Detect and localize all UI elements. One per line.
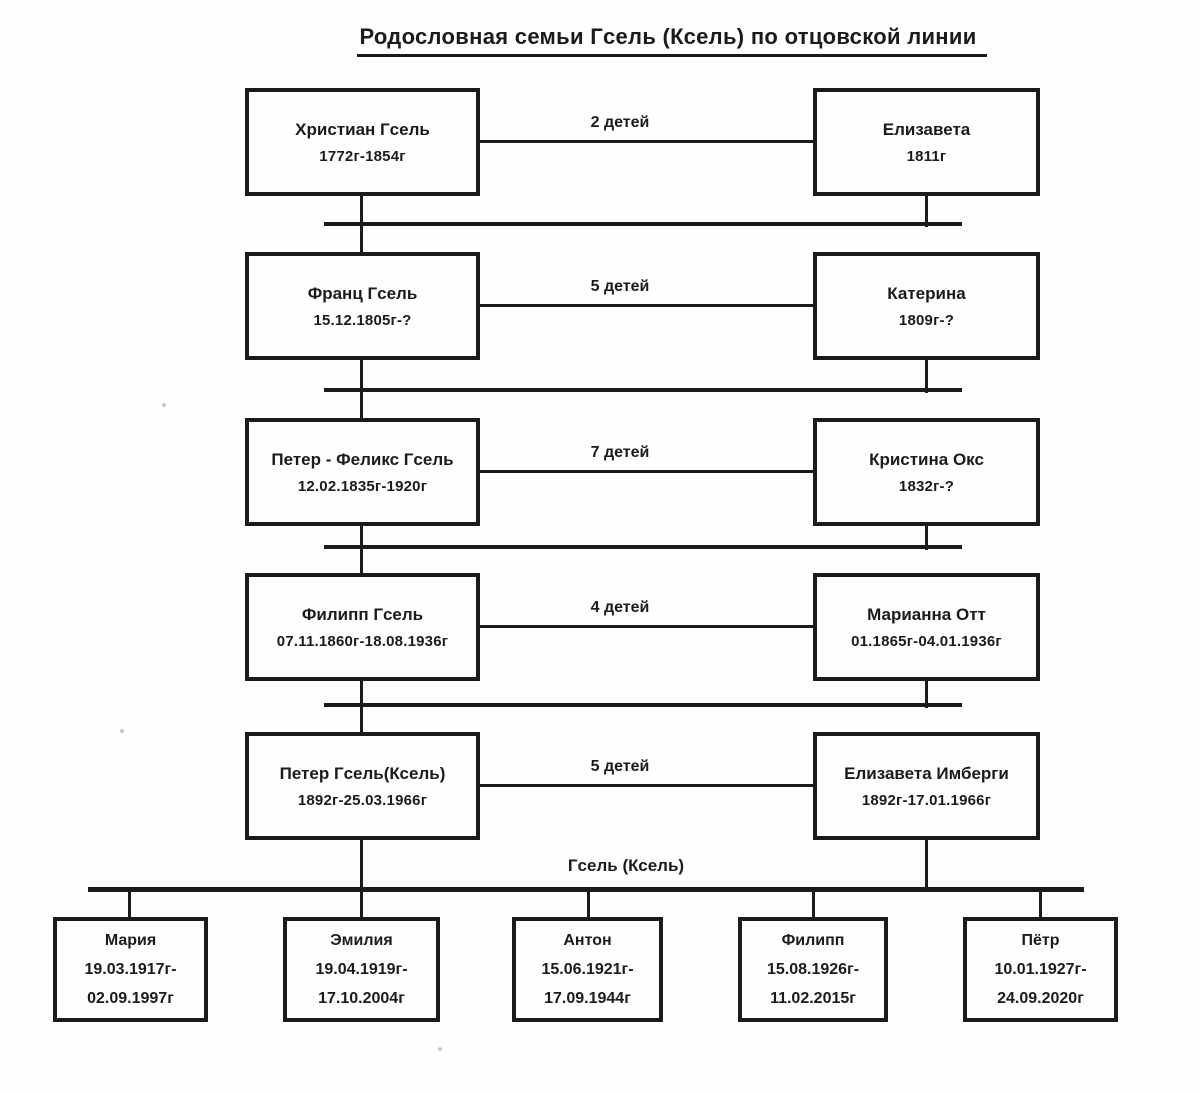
children-count-gen4: 4 детей bbox=[590, 599, 650, 616]
person-dates: 01.1865г-04.01.1936г bbox=[851, 632, 1002, 650]
person-dates: 1832г-? bbox=[898, 477, 955, 495]
person-box-wife-gen5: Елизавета Имберги 1892г-17.01.1966г bbox=[813, 732, 1040, 840]
person-name: Петер - Феликс Гсель bbox=[271, 449, 454, 469]
person-box-wife-gen1: Елизавета 1811г bbox=[813, 88, 1040, 196]
scan-speckle bbox=[438, 1047, 442, 1051]
person-box-husband-gen3: Петер - Феликс Гсель 12.02.1835г-1920г bbox=[245, 418, 480, 526]
children-count-gen3: 7 детей bbox=[590, 444, 650, 461]
child-name: Мария bbox=[104, 932, 157, 949]
marriage-line-gen5 bbox=[480, 784, 813, 787]
child-birth-date: 15.08.1926г- bbox=[766, 961, 860, 978]
page-title: Родословная семьи Гсель (Ксель) по отцов… bbox=[144, 24, 1200, 57]
person-box-husband-gen2: Франц Гсель 15.12.1805г-? bbox=[245, 252, 480, 360]
descent-line-left-gen5 bbox=[360, 837, 363, 920]
marriage-line-gen3 bbox=[480, 470, 813, 473]
child-name: Эмилия bbox=[330, 932, 393, 949]
sibling-bar-gen1 bbox=[324, 222, 962, 226]
descent-line-right-gen1 bbox=[925, 193, 928, 227]
child-box-maria: Мария 19.03.1917г- 02.09.1997г bbox=[53, 917, 208, 1022]
person-box-wife-gen4: Марианна Отт 01.1865г-04.01.1936г bbox=[813, 573, 1040, 681]
person-box-wife-gen3: Кристина Окс 1832г-? bbox=[813, 418, 1040, 526]
child-name: Пётр bbox=[1021, 932, 1060, 949]
person-box-husband-gen5: Петер Гсель(Ксель) 1892г-25.03.1966г bbox=[245, 732, 480, 840]
descent-line-right-gen5 bbox=[925, 837, 928, 892]
person-name: Катерина bbox=[887, 283, 966, 303]
child-drop-line-3 bbox=[587, 891, 590, 920]
child-name: Антон bbox=[563, 932, 612, 949]
child-box-philipp: Филипп 15.08.1926г- 11.02.2015г bbox=[738, 917, 888, 1022]
person-name: Кристина Окс bbox=[869, 449, 984, 469]
sibling-bar-gen3 bbox=[324, 545, 962, 549]
descent-line-right-gen4 bbox=[925, 678, 928, 708]
child-birth-date: 19.04.1919г- bbox=[315, 961, 408, 978]
children-count-gen2: 5 детей bbox=[590, 278, 650, 295]
person-name: Франц Гсель bbox=[307, 283, 418, 303]
child-box-anton: Антон 15.06.1921г- 17.09.1944г bbox=[512, 917, 663, 1022]
child-drop-line-1 bbox=[128, 891, 131, 920]
child-birth-date: 19.03.1917г- bbox=[84, 961, 177, 978]
marriage-line-gen2 bbox=[480, 304, 813, 307]
scan-speckle bbox=[120, 729, 124, 733]
person-box-husband-gen1: Христиан Гсель 1772г-1854г bbox=[245, 88, 480, 196]
child-name: Филипп bbox=[781, 932, 845, 949]
marriage-line-gen1 bbox=[480, 140, 813, 143]
child-box-emilia: Эмилия 19.04.1919г- 17.10.2004г bbox=[283, 917, 440, 1022]
child-drop-line-4 bbox=[812, 891, 815, 920]
family-surname-label: Гсель (Ксель) bbox=[567, 856, 685, 875]
person-dates: 1892г-25.03.1966г bbox=[297, 791, 428, 809]
sibling-bar-gen2 bbox=[324, 388, 962, 392]
person-box-wife-gen2: Катерина 1809г-? bbox=[813, 252, 1040, 360]
children-rail-line bbox=[88, 887, 1084, 892]
person-name: Христиан Гсель bbox=[295, 119, 430, 139]
person-name: Филипп Гсель bbox=[301, 604, 424, 624]
person-name: Елизавета Имберги bbox=[844, 763, 1009, 783]
page-title-text: Родословная семьи Гсель (Ксель) по отцов… bbox=[357, 24, 987, 57]
person-dates: 15.12.1805г-? bbox=[313, 311, 412, 329]
sibling-bar-gen4 bbox=[324, 703, 962, 707]
child-death-date: 02.09.1997г bbox=[87, 990, 174, 1007]
child-drop-line-5 bbox=[1039, 891, 1042, 920]
person-dates: 12.02.1835г-1920г bbox=[297, 477, 428, 495]
person-dates: 1809г-? bbox=[898, 311, 955, 329]
child-birth-date: 10.01.1927г- bbox=[994, 961, 1087, 978]
descent-line-right-gen3 bbox=[925, 523, 928, 550]
person-name: Марианна Отт bbox=[867, 604, 986, 624]
marriage-line-gen4 bbox=[480, 625, 813, 628]
descent-line-right-gen2 bbox=[925, 357, 928, 393]
child-birth-date: 15.06.1921г- bbox=[541, 961, 634, 978]
child-box-pyotr: Пётр 10.01.1927г- 24.09.2020г bbox=[963, 917, 1118, 1022]
person-dates: 1772г-1854г bbox=[319, 147, 406, 165]
child-death-date: 24.09.2020г bbox=[997, 990, 1084, 1007]
person-name: Петер Гсель(Ксель) bbox=[279, 763, 446, 783]
scan-speckle bbox=[162, 403, 166, 407]
children-count-gen1: 2 детей bbox=[590, 114, 650, 131]
descent-line-left-gen3 bbox=[360, 523, 363, 576]
person-name: Елизавета bbox=[882, 119, 971, 139]
children-count-gen5: 5 детей bbox=[590, 758, 650, 775]
child-death-date: 11.02.2015г bbox=[770, 990, 856, 1007]
child-death-date: 17.10.2004г bbox=[318, 990, 405, 1007]
person-box-husband-gen4: Филипп Гсель 07.11.1860г-18.08.1936г bbox=[245, 573, 480, 681]
person-dates: 1811г bbox=[906, 147, 947, 165]
child-death-date: 17.09.1944г bbox=[544, 990, 631, 1007]
person-dates: 1892г-17.01.1966г bbox=[861, 791, 992, 809]
person-dates: 07.11.1860г-18.08.1936г bbox=[276, 632, 449, 650]
